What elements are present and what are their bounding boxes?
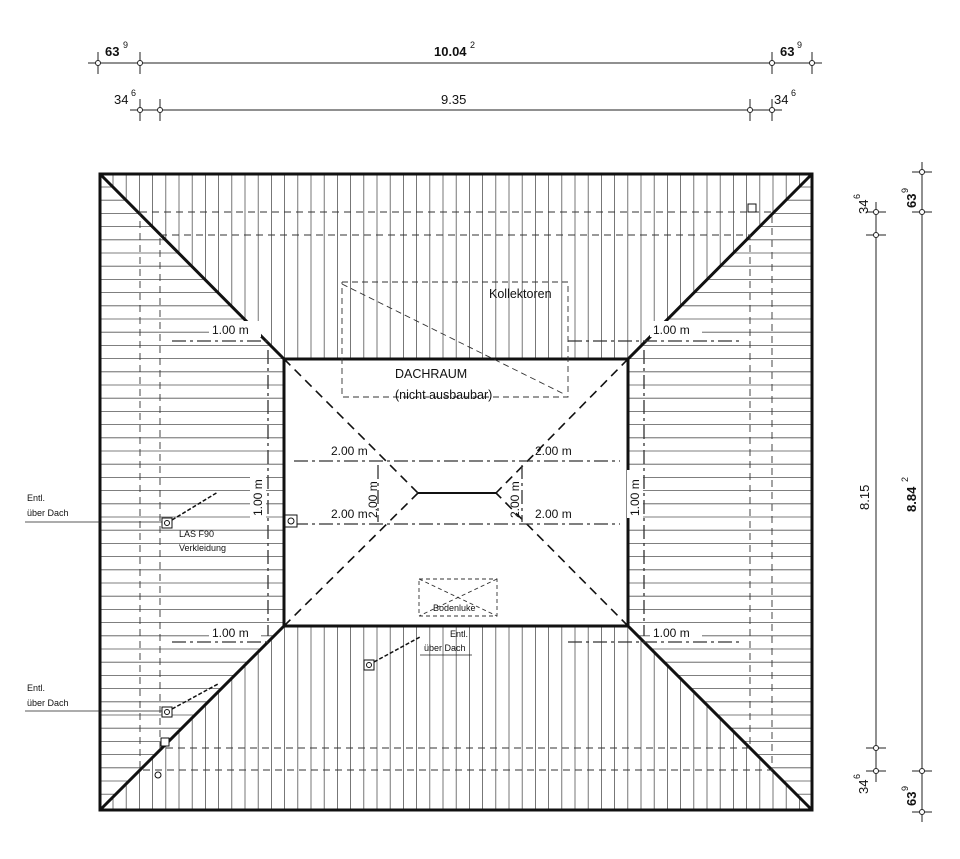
dim-top1-right: 63: [780, 44, 794, 59]
measure-200-top-left: 2.00 m: [331, 444, 368, 458]
dim-right1-center: 8.15: [857, 485, 872, 510]
roof-tile-hatching: [100, 174, 812, 810]
dim-top1-center-sup: 2: [470, 40, 475, 50]
dim-right2-bottom-sup: 9: [900, 786, 910, 791]
measure-100-bottom-right: 1.00 m: [653, 626, 690, 640]
measure-100-bottom-left: 1.00 m: [212, 626, 249, 640]
dim-top2-left: 34: [114, 92, 128, 107]
dim-right2-center-sup: 2: [900, 477, 910, 482]
attic-hatch: [418, 578, 498, 617]
vent-center-label-2: über Dach: [424, 643, 466, 653]
dim-right1-top-sup: 6: [852, 194, 862, 199]
dim-right2-top: 63: [904, 194, 919, 208]
dash-dot-lines-200: [294, 460, 620, 525]
right-dimension-chain-1: [866, 202, 886, 782]
dim-top1-center: 10.04: [434, 44, 467, 59]
top-dimension-chain-2: [130, 99, 782, 121]
right-dimension-chain-2: [912, 162, 932, 822]
dim-top2-left-sup: 6: [131, 88, 136, 98]
top-dimension-chain-1: [88, 52, 822, 74]
vent-center-label-1: Entl.: [450, 629, 468, 639]
collectors-outline: [341, 281, 569, 398]
dim-right1-bottom: 34: [856, 780, 871, 794]
measure-labels-100: 1.00 m 1.00 m 1.00 m 1.00 m 1.00 m 1.00 …: [209, 321, 702, 640]
attic-dashed-lines: [283, 358, 629, 627]
measure-labels-200: 2.00 m 2.00 m 2.00 m 2.00 m 2.00 m 2.00 …: [331, 444, 572, 521]
vent-pipes: [154, 203, 757, 779]
dim-right2-center: 8.84: [904, 486, 919, 512]
vent-left-label-2: über Dach: [27, 508, 69, 518]
collectors-label: Kollektoren: [489, 287, 552, 301]
measure-200-vert-right: 2.00 m: [508, 481, 522, 518]
dim-top1-right-sup: 9: [797, 40, 802, 50]
dim-right1-bottom-sup: 6: [852, 774, 862, 779]
dim-top2-right-sup: 6: [791, 88, 796, 98]
measure-200-top-right: 2.00 m: [535, 444, 572, 458]
las-label-2: Verkleidung: [179, 543, 226, 553]
measure-100-left: 1.00 m: [251, 479, 265, 516]
measure-200-bottom-right: 2.00 m: [535, 507, 572, 521]
attic-subtitle: (nicht ausbaubar): [395, 388, 492, 402]
dim-right1-top: 34: [856, 200, 871, 214]
attic-title: DACHRAUM: [395, 367, 467, 381]
dim-right2-bottom: 63: [904, 792, 919, 806]
las-label-1: LAS F90: [179, 529, 214, 539]
vent-left-label-1: Entl.: [27, 493, 45, 503]
note-leaders: [25, 521, 472, 712]
roof-outline: [98, 172, 814, 812]
measure-200-bottom-left: 2.00 m: [331, 507, 368, 521]
dim-top2-center: 9.35: [441, 92, 466, 107]
dim-top1-left: 63: [105, 44, 119, 59]
dim-right2-top-sup: 9: [900, 188, 910, 193]
dim-top1-left-sup: 9: [123, 40, 128, 50]
measure-100-top-right: 1.00 m: [653, 323, 690, 337]
measure-200-vert-left: 2.00 m: [366, 481, 380, 518]
measure-100-top-left: 1.00 m: [212, 323, 249, 337]
hatch-label: Bodenluke: [433, 603, 476, 613]
measure-100-right: 1.00 m: [628, 479, 642, 516]
dash-dot-lines-100: [172, 340, 740, 643]
vent-left-lower-label-1: Entl.: [27, 683, 45, 693]
dim-top2-right: 34: [774, 92, 788, 107]
chimney-symbol: [284, 514, 298, 528]
vent-left-lower-label-2: über Dach: [27, 698, 69, 708]
eave-dashed-lines: [139, 211, 773, 771]
